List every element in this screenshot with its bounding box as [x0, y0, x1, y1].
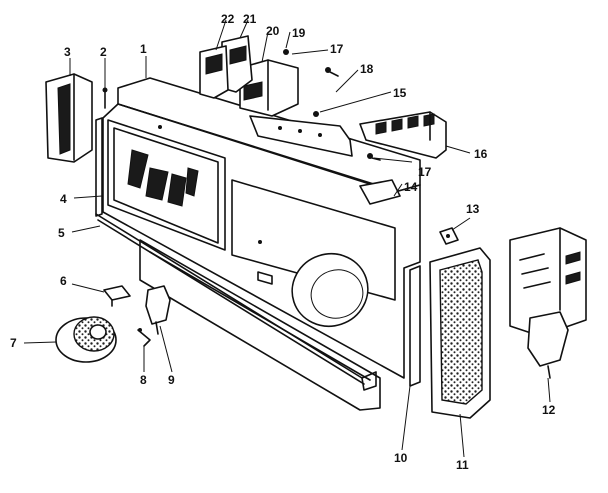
grille-part-11 [429, 247, 491, 419]
callout-14: 14 [404, 180, 418, 194]
callout-3: 3 [64, 45, 71, 59]
switch-part-9 [145, 285, 171, 335]
trim-strip-part-5 [95, 213, 377, 391]
callout-4: 4 [60, 192, 67, 206]
clip-part-8 [137, 328, 151, 347]
screw-part-15 [313, 111, 319, 117]
callout-18: 18 [360, 62, 374, 76]
callout-7: 7 [10, 336, 17, 350]
callout-11: 11 [456, 458, 469, 472]
callout-22: 22 [221, 12, 235, 26]
callout-6: 6 [60, 274, 67, 288]
callout-17-bottom: 17 [418, 165, 432, 179]
screw-part-17-bottom [367, 153, 381, 161]
callout-12: 12 [542, 403, 556, 417]
callout-8: 8 [140, 373, 147, 387]
gasket-part-10 [409, 265, 421, 387]
callout-1: 1 [140, 42, 147, 56]
bracket-part-18 [249, 115, 353, 157]
callout-19: 19 [292, 26, 306, 40]
clip-part-13 [439, 227, 459, 245]
side-frame-part-4 [95, 117, 103, 217]
knob-part-7 [55, 316, 117, 363]
switch-housing-part-20 [239, 59, 299, 117]
callout-20: 20 [266, 24, 280, 38]
rocker-switch-part-21 [221, 35, 253, 93]
end-cap-part-3 [45, 73, 93, 163]
callout-9: 9 [168, 373, 175, 387]
callout-10: 10 [394, 451, 408, 465]
leader-lines [23, 19, 551, 458]
bracket-part-6 [103, 285, 131, 307]
callout-13: 13 [466, 202, 480, 216]
callout-21: 21 [243, 12, 257, 26]
support-part-14 [359, 179, 401, 205]
screw-part-19 [283, 49, 289, 55]
button-bar-part-16 [359, 111, 447, 159]
rocker-switch-part-22 [199, 45, 229, 99]
screw-part-17-top [325, 67, 339, 77]
callout-16: 16 [474, 147, 488, 161]
callout-labels: 1 2 3 4 5 6 7 8 9 10 11 12 13 14 15 16 1… [10, 12, 556, 472]
callout-17-top: 17 [330, 42, 344, 56]
callout-5: 5 [58, 226, 65, 240]
screw-part-2 [102, 87, 108, 109]
timer-part-12 [509, 227, 587, 379]
callout-15: 15 [393, 86, 407, 100]
callout-2: 2 [100, 45, 107, 59]
